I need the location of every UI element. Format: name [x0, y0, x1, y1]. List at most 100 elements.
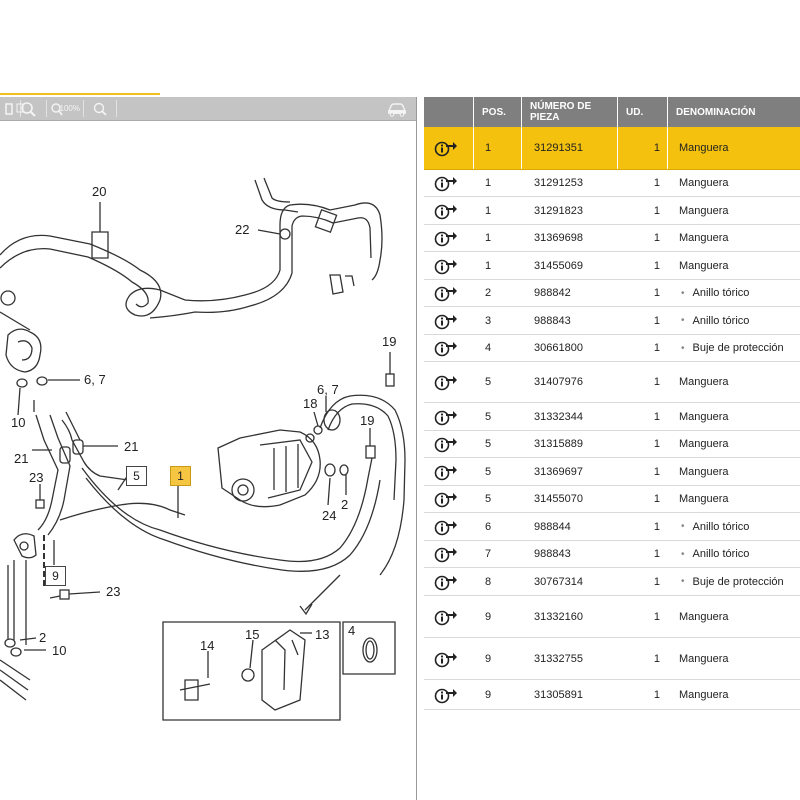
panel-divider[interactable]: [416, 97, 425, 800]
parts-diagram[interactable]: 20 22 6, 7 10 21 21 23 5 1 19 6, 7 18 19…: [0, 121, 416, 800]
callout-6-7-left[interactable]: 6, 7: [84, 372, 106, 387]
info-arrow-icon[interactable]: [434, 197, 462, 224]
row-description: Manguera: [679, 638, 729, 679]
row-part-number[interactable]: 31407976: [534, 376, 583, 388]
info-arrow-icon[interactable]: [434, 252, 462, 279]
callout-23-upper[interactable]: 23: [29, 470, 44, 485]
row-description-text: Manguera: [679, 142, 729, 154]
callout-2-right[interactable]: 2: [341, 497, 349, 512]
info-arrow-icon[interactable]: [434, 541, 462, 567]
row-description-text: Anillo tórico: [692, 548, 750, 560]
header-pos[interactable]: POS.: [473, 97, 521, 127]
callout-15[interactable]: 15: [245, 627, 260, 642]
callout-4[interactable]: 4: [348, 623, 356, 638]
info-arrow-icon[interactable]: [434, 280, 462, 306]
info-arrow-icon[interactable]: [434, 362, 462, 402]
row-description: Manguera: [679, 252, 729, 279]
zoom-in-icon[interactable]: [88, 98, 112, 119]
info-arrow-icon[interactable]: [434, 431, 462, 457]
header-qty[interactable]: UD.: [617, 97, 667, 127]
zoom-100-icon[interactable]: 100%: [50, 98, 80, 119]
row-part-number[interactable]: 31455069: [534, 259, 583, 272]
callout-19-upper[interactable]: 19: [382, 334, 397, 349]
row-part-number[interactable]: 31305891: [534, 688, 583, 701]
row-part-number[interactable]: 30661800: [534, 342, 583, 354]
callout-23-lower[interactable]: 23: [106, 584, 121, 599]
info-arrow-icon[interactable]: [434, 568, 462, 595]
zoom-out-icon[interactable]: [2, 98, 16, 119]
row-part-number[interactable]: 988843: [534, 548, 571, 560]
info-arrow-icon[interactable]: [434, 225, 462, 251]
callout-5[interactable]: 5: [126, 466, 147, 486]
info-arrow-icon[interactable]: [434, 170, 462, 196]
callout-9[interactable]: 9: [45, 566, 66, 586]
row-part-number[interactable]: 31291823: [534, 204, 583, 217]
callout-10-lower[interactable]: 10: [52, 643, 67, 658]
callout-14[interactable]: 14: [200, 638, 215, 653]
header-description[interactable]: DENOMINACIÓN: [667, 97, 800, 127]
zoom-fit-icon[interactable]: [10, 98, 44, 119]
row-description-text: Manguera: [679, 376, 729, 388]
callout-19-lower[interactable]: 19: [360, 413, 375, 428]
row-part-number[interactable]: 988844: [534, 520, 571, 533]
info-arrow-icon[interactable]: [434, 403, 462, 430]
callout-18[interactable]: 18: [303, 396, 318, 411]
row-description-text: Anillo tórico: [692, 520, 750, 533]
row-part-number[interactable]: 31291351: [534, 142, 583, 154]
row-qty: 1: [653, 259, 660, 272]
row-part-number[interactable]: 30767314: [534, 575, 583, 588]
row-part-number[interactable]: 31315889: [534, 438, 583, 450]
row-part-number[interactable]: 31332344: [534, 410, 583, 423]
row-qty: 1: [653, 610, 660, 623]
info-arrow-icon[interactable]: [434, 458, 462, 485]
row-part-number[interactable]: 988842: [534, 287, 571, 299]
info-arrow-icon[interactable]: [434, 596, 462, 637]
callout-24[interactable]: 24: [322, 508, 337, 523]
info-arrow-icon[interactable]: [434, 513, 462, 540]
info-arrow-icon[interactable]: [434, 127, 462, 169]
callout-10-upper[interactable]: 10: [11, 415, 26, 430]
callout-13[interactable]: 13: [315, 627, 330, 642]
row-part-number[interactable]: 31369698: [534, 232, 583, 244]
callout-21-left[interactable]: 21: [14, 451, 29, 466]
info-arrow-icon[interactable]: [434, 680, 462, 709]
callout-2-left[interactable]: 2: [39, 630, 47, 645]
row-part-number[interactable]: 31455070: [534, 493, 583, 505]
callout-21-right[interactable]: 21: [124, 439, 139, 454]
callout-20[interactable]: 20: [92, 184, 107, 199]
row-part-number[interactable]: 31332160: [534, 610, 583, 623]
info-arrow-icon[interactable]: [434, 638, 462, 679]
info-arrow-icon[interactable]: [434, 307, 462, 334]
header-part-number[interactable]: NÚMERO DE PIEZA: [521, 97, 617, 127]
callout-6-7-right[interactable]: 6, 7: [317, 382, 339, 397]
row-part-number[interactable]: 31291253: [534, 177, 583, 189]
row-description-text: Manguera: [679, 465, 729, 478]
info-arrow-icon[interactable]: [434, 335, 462, 361]
callout-1-highlighted[interactable]: 1: [170, 466, 191, 486]
callout-22[interactable]: 22: [235, 222, 250, 237]
car-icon[interactable]: [384, 98, 410, 119]
row-part-number[interactable]: 31332755: [534, 652, 583, 665]
info-arrow-icon[interactable]: [434, 486, 462, 512]
row-part-number[interactable]: 988843: [534, 314, 571, 327]
row-part-number[interactable]: 31369697: [534, 465, 583, 478]
